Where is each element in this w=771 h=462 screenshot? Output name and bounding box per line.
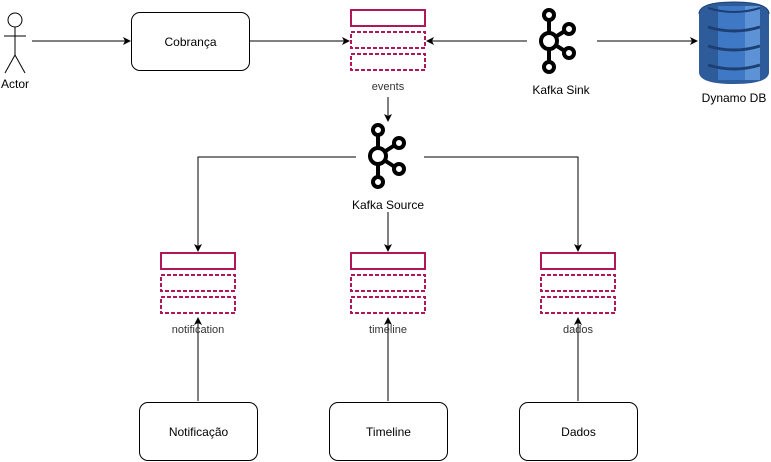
topic-dados-icon <box>540 252 616 314</box>
kafka-sink-icon <box>539 8 576 74</box>
notificacao-label: Notificação <box>168 424 229 439</box>
topic-events-label: events <box>371 81 405 93</box>
dynamodb-icon <box>698 1 770 84</box>
actor-icon <box>4 12 26 74</box>
topic-notification-icon <box>160 252 236 314</box>
topic-events-icon <box>350 9 426 71</box>
topic-timeline-label: timeline <box>369 324 407 336</box>
cobranca-service-box[interactable]: Cobrança <box>131 12 250 71</box>
edge-source-notification <box>194 156 356 252</box>
notificacao-service-box[interactable]: Notificação <box>139 402 258 461</box>
timeline-service-box[interactable]: Timeline <box>329 402 448 461</box>
dynamo-db-label: Dynamo DB <box>701 91 767 105</box>
topic-notification-label: notification <box>171 324 225 336</box>
edge-source-dados <box>424 156 582 252</box>
edges <box>32 37 698 401</box>
dados-service-box[interactable]: Dados <box>519 402 638 461</box>
topic-timeline-icon <box>350 252 426 314</box>
kafka-source-label: Kafka Source <box>351 198 425 212</box>
actor-label: Actor <box>0 77 30 91</box>
cobranca-label: Cobrança <box>164 34 217 49</box>
dados-label: Dados <box>561 424 596 439</box>
timeline-label: Timeline <box>366 424 411 439</box>
kafka-source-icon <box>368 123 406 189</box>
topic-dados-label: dados <box>563 324 593 336</box>
kafka-sink-label: Kafka Sink <box>532 83 590 97</box>
